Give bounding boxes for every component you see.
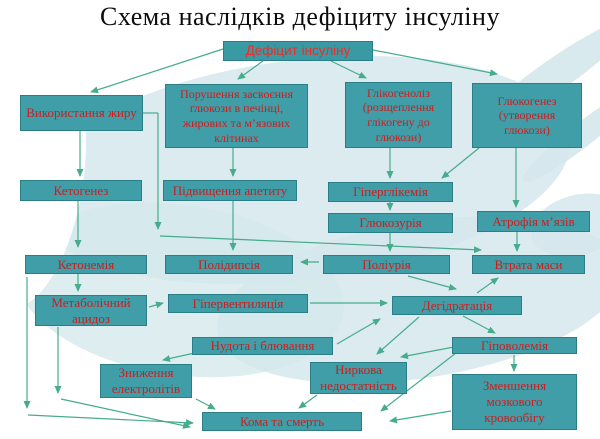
node-metabolic-acidosis: Метаболічний ацидоз [35, 295, 147, 326]
node-coma-death: Кома та смерть [202, 412, 362, 431]
node-hyperventilation: Гіпервентиляція [168, 294, 308, 313]
node-fat-use: Використання жиру [20, 95, 143, 131]
node-glycogenolysis: Глікогеноліз (розщеплення глікогену до г… [345, 82, 452, 148]
node-glucose-uptake-disorder: Порушення засвоєння глюкози в печінці, ж… [165, 84, 308, 148]
node-dehydration: Дегідратація [392, 296, 522, 315]
node-cerebral-blood-flow-decrease: Зменшення мозкового кровообігу [452, 374, 577, 430]
node-ketonemia: Кетонемія [25, 255, 147, 274]
node-nausea-vomiting: Нудота і блювання [192, 337, 333, 355]
node-mass-loss: Втрата маси [472, 255, 585, 274]
node-glucosuria: Глюкозурія [328, 213, 453, 233]
node-renal-failure: Ниркова недостатність [310, 362, 407, 394]
node-ketogenesis: Кетогенез [20, 180, 142, 201]
node-polyuria: Поліурія [323, 255, 450, 274]
node-insulin-deficiency: Дефіцит інсуліну [223, 41, 373, 61]
slide-title: Схема наслідків дефіциту інсуліну [100, 2, 500, 31]
node-polydipsia: Полідипсія [165, 255, 293, 274]
node-increased-appetite: Підвищення апетиту [163, 180, 297, 201]
node-hypovolemia: Гіповолемія [452, 337, 577, 354]
node-muscle-atrophy: Атрофія м’язів [477, 211, 590, 232]
node-hyperglycemia: Гіперглікемія [328, 182, 453, 202]
node-electrolyte-decrease: Зниження електролітів [100, 364, 192, 398]
node-gluconeogenesis: Глюкогенез (утворення глюкози) [472, 83, 582, 148]
